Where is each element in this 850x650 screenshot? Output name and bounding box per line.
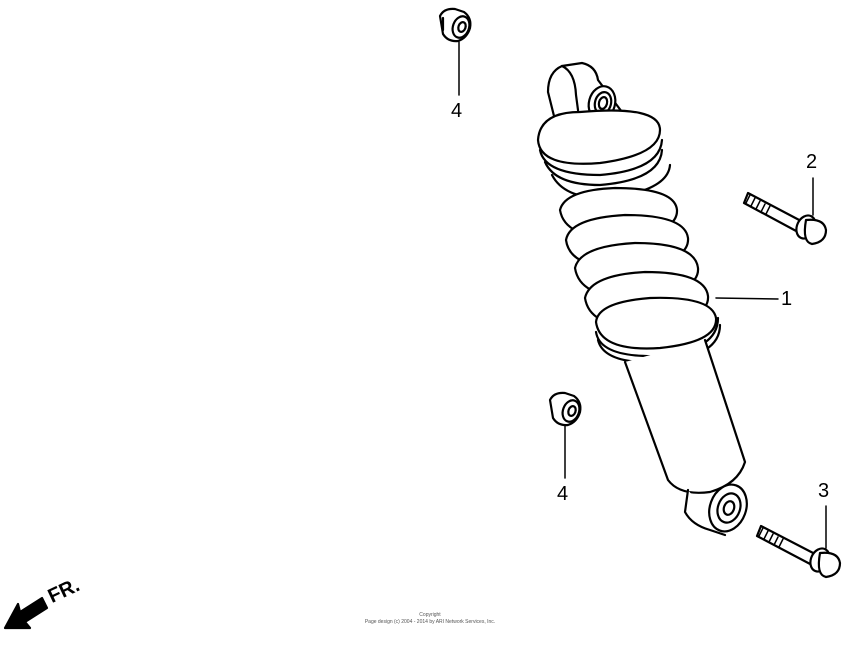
callout-1: 1: [781, 288, 793, 310]
callout-2: 2: [806, 151, 818, 173]
callout-3: 3: [818, 480, 830, 502]
shock-absorber[interactable]: [536, 61, 779, 537]
copyright-line1: Copyright: [419, 612, 441, 618]
lower-flange-bolt[interactable]: [755, 505, 842, 579]
front-direction-arrow-icon: [3, 596, 49, 630]
callout-4-top: 4: [451, 100, 463, 122]
flange-nut-top[interactable]: [438, 7, 472, 96]
callout-4-bottom: 4: [557, 483, 569, 505]
copyright-line2: Page design (c) 2004 - 2014 by ARI Netwo…: [364, 618, 496, 625]
upper-flange-bolt[interactable]: [742, 177, 828, 246]
copyright-notice: Copyright Page design (c) 2004 - 2014 by…: [330, 612, 530, 625]
flange-nut-bottom[interactable]: [548, 391, 582, 479]
